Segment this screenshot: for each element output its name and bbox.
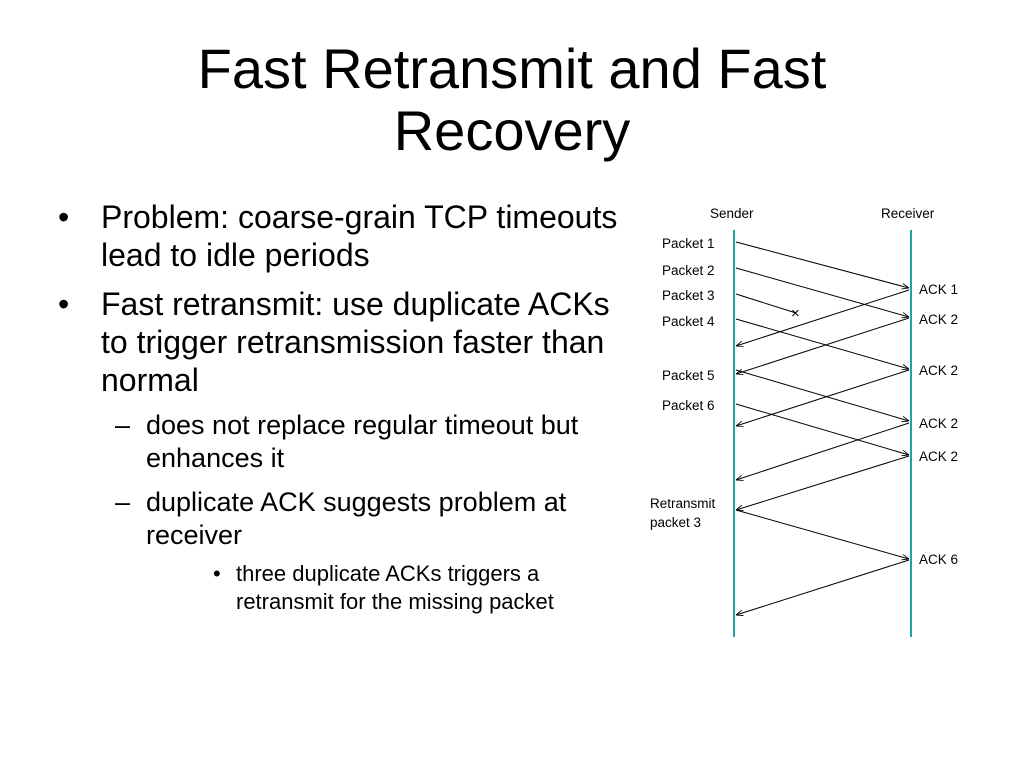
ack-1-label: ACK 1	[919, 282, 958, 297]
sender-label: Sender	[710, 206, 754, 221]
sub-bullet-timeout-text: does not replace regular timeout but enh…	[146, 410, 579, 473]
ack-6-arrow	[736, 559, 910, 615]
ack-2-third-arrow	[736, 422, 910, 480]
sub-sub-bullet-three-acks: • three duplicate ACKs triggers a retran…	[146, 560, 618, 616]
retransmit-label-line-1: Retransmit	[650, 496, 716, 511]
ack-2-label-first: ACK 2	[919, 312, 958, 327]
packet-3-label: Packet 3	[662, 288, 715, 303]
ack-2-second-arrow	[736, 369, 910, 426]
dash-marker: –	[115, 410, 131, 440]
packet-1-label: Packet 1	[662, 236, 715, 251]
retransmit-packet-3-arrow	[735, 509, 909, 559]
packet-5-label: Packet 5	[662, 368, 715, 383]
packet-5-arrow	[735, 369, 909, 421]
dash-marker: –	[115, 487, 131, 517]
bullet-fast-retransmit-text: Fast retransmit: use duplicate ACKs to t…	[101, 286, 610, 398]
ack-2-fourth-arrow	[736, 455, 910, 510]
ack-2-label-second: ACK 2	[919, 363, 958, 378]
sub-bullet-timeout: – does not replace regular timeout but e…	[101, 409, 618, 475]
sub-sub-bullet-list: • three duplicate ACKs triggers a retran…	[146, 560, 618, 616]
ack-2-first-arrow	[736, 317, 910, 374]
slide-title-line-2: Recovery	[393, 99, 631, 162]
ack-2-label-fourth: ACK 2	[919, 449, 958, 464]
receiver-label: Receiver	[881, 206, 935, 221]
ack-1-arrow	[736, 289, 910, 346]
bullet-fast-retransmit: • Fast retransmit: use duplicate ACKs to…	[58, 285, 618, 616]
packet-1-arrow	[735, 241, 909, 288]
sub-bullet-duplicate-ack-text: duplicate ACK suggests problem at receiv…	[146, 487, 567, 550]
ack-2-label-third: ACK 2	[919, 416, 958, 431]
fast-retransmit-diagram: Sender Receiver × Packet 1 Packet 2 Pack…	[650, 206, 958, 637]
packet-4-label: Packet 4	[662, 314, 715, 329]
bullet-problem-text: Problem: coarse-grain TCP timeouts lead …	[101, 199, 618, 273]
bullet-problem: • Problem: coarse-grain TCP timeouts lea…	[58, 198, 618, 274]
packet-4-arrow	[735, 318, 909, 369]
packet-2-arrow	[735, 267, 909, 317]
retransmit-label-line-2: packet 3	[650, 515, 701, 530]
slide-title-line-1: Fast Retransmit and Fast	[197, 37, 827, 100]
bullet-list: • Problem: coarse-grain TCP timeouts lea…	[58, 198, 618, 627]
bullet-marker: •	[58, 199, 70, 235]
sub-sub-bullet-three-acks-text: three duplicate ACKs triggers a retransm…	[236, 561, 554, 614]
slide-title: Fast Retransmit and Fast Recovery	[0, 38, 1024, 162]
ack-6-label: ACK 6	[919, 552, 958, 567]
sub-bullet-list: – does not replace regular timeout but e…	[101, 409, 618, 616]
packet-3-lost-arrow	[735, 293, 797, 314]
packet-6-arrow	[735, 403, 909, 455]
packet-2-label: Packet 2	[662, 263, 715, 278]
sub-bullet-duplicate-ack: – duplicate ACK suggests problem at rece…	[101, 486, 618, 616]
bullet-marker: •	[58, 286, 70, 322]
packet-6-label: Packet 6	[662, 398, 715, 413]
lost-packet-marker: ×	[791, 305, 800, 322]
bullet-marker: •	[213, 561, 221, 586]
